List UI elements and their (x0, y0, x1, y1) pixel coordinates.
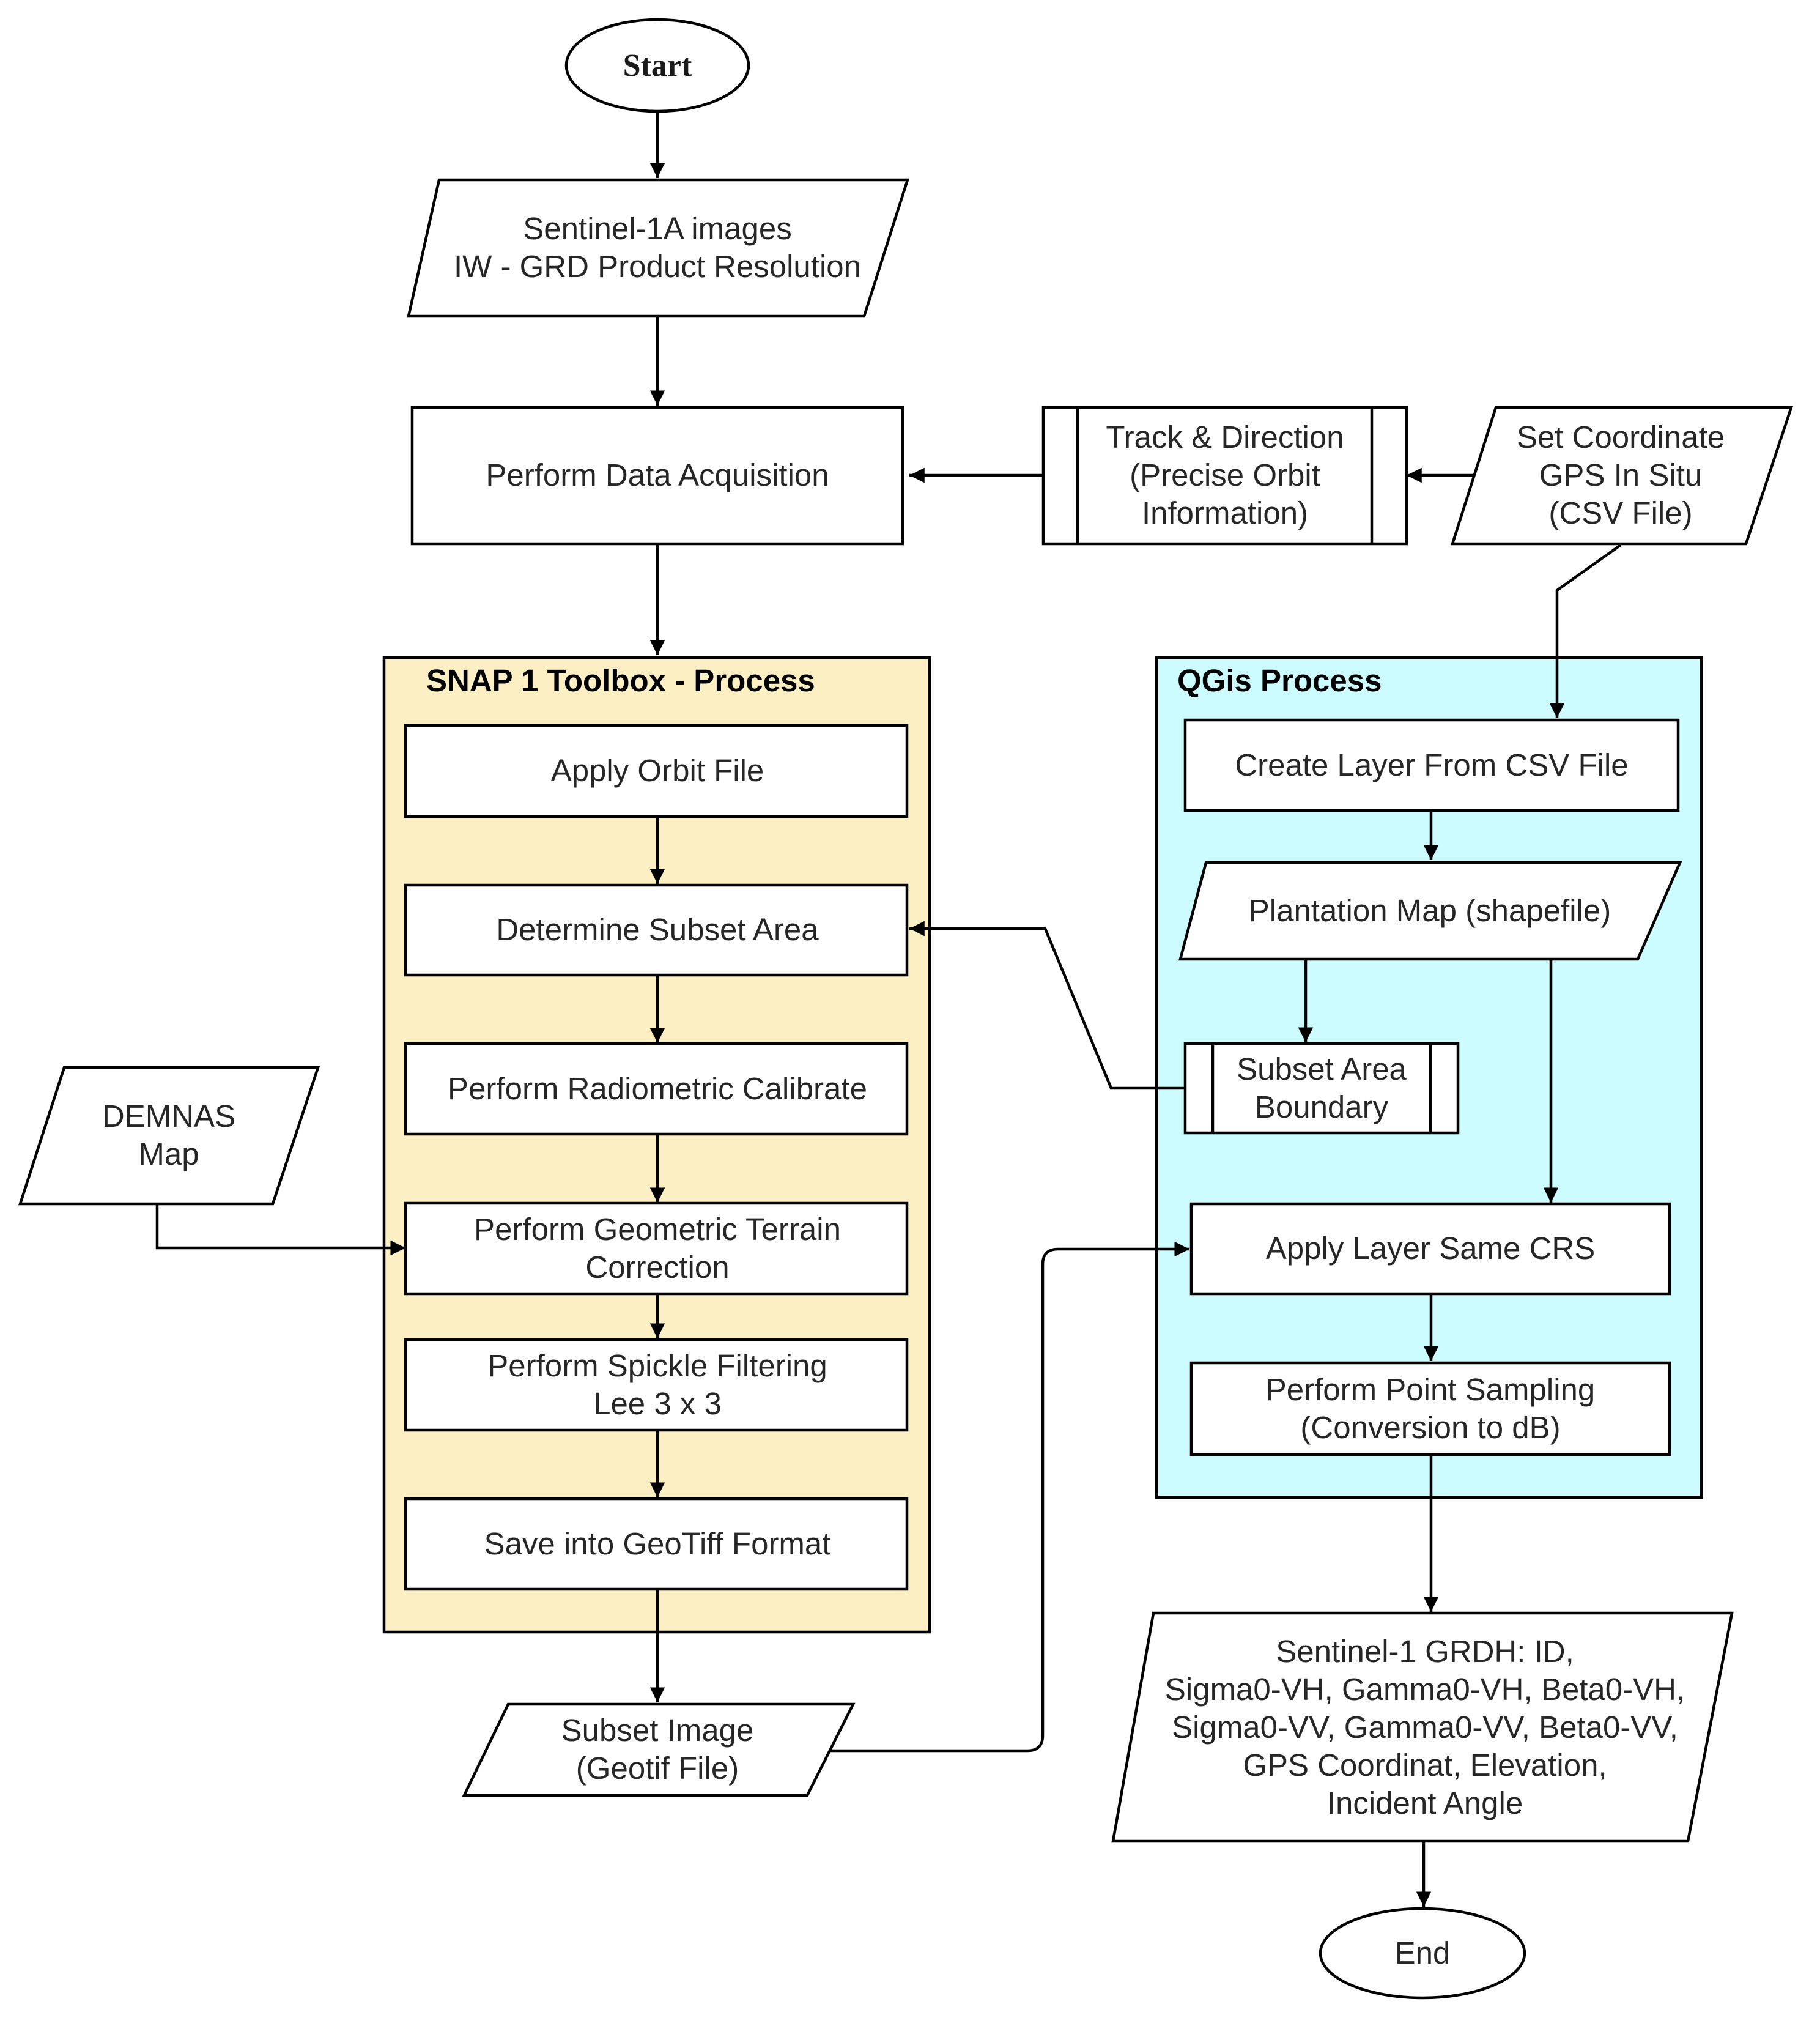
track-direction-label-line: Information) (1142, 495, 1308, 530)
sentinel-input-label-line: IW - GRD Product Resolution (454, 249, 861, 284)
output-data: Sentinel-1 GRDH: ID,Sigma0-VH, Gamma0-VH… (1111, 1611, 1734, 1843)
end-label: End (1395, 1935, 1451, 1970)
subset-image-label-line: (Geotif File) (576, 1751, 739, 1786)
same-crs-label: Apply Layer Same CRS (1266, 1231, 1596, 1266)
subset-area-label: Determine Subset Area (496, 912, 819, 947)
radiometric-label: Perform Radiometric Calibrate (448, 1071, 867, 1106)
same-crs-label-line: Apply Layer Same CRS (1266, 1231, 1596, 1266)
start-label: Start (623, 48, 692, 83)
end-terminator: End (1319, 1907, 1526, 2000)
demnas-label-line: DEMNAS (102, 1099, 235, 1134)
plantation-map-data: Plantation Map (shapefile) (1178, 861, 1682, 961)
save-geotiff-process: Save into GeoTiff Format (404, 1497, 909, 1591)
point-sampling-label-line: Perform Point Sampling (1266, 1372, 1596, 1407)
set-coordinate-label-line: GPS In Situ (1539, 458, 1702, 492)
subset-image-label: Subset Image(Geotif File) (561, 1713, 754, 1786)
output-label-line: Sentinel-1 GRDH: ID, (1276, 1634, 1574, 1669)
geotiff-label: Save into GeoTiff Format (484, 1526, 831, 1561)
radiometric-label-line: Perform Radiometric Calibrate (448, 1071, 867, 1106)
apply-orbit-process: Apply Orbit File (404, 724, 909, 818)
output-label-line: GPS Coordinat, Elevation, (1243, 1748, 1607, 1783)
point-sampling-process: Perform Point Sampling(Conversion to dB) (1189, 1361, 1671, 1456)
plantation-map-label-line: Plantation Map (shapefile) (1249, 893, 1611, 928)
track-direction-label-line: Track & Direction (1106, 420, 1344, 455)
track-direction-label-line: (Precise Orbit (1130, 458, 1320, 492)
data-acquisition-process: Perform Data Acquisition (410, 406, 904, 546)
speckle-label-line: Perform Spickle Filtering (487, 1348, 827, 1383)
snap-panel-title: SNAP 1 Toolbox - Process (426, 663, 815, 698)
terrain-label-line: Perform Geometric Terrain (474, 1212, 841, 1247)
subset-boundary-label-line: Boundary (1255, 1089, 1389, 1124)
start-terminator: Start (564, 18, 750, 113)
point-sampling-label: Perform Point Sampling(Conversion to dB) (1266, 1372, 1596, 1445)
edge-boundary-to-subset-area (909, 921, 1185, 1090)
edge-demnas-to-terrain (155, 1204, 405, 1256)
start-label-line: Start (623, 48, 692, 83)
csv-layer-label-line: Create Layer From CSV File (1235, 748, 1628, 782)
apply-orbit-label: Apply Orbit File (551, 753, 764, 788)
geotiff-label-line: Save into GeoTiff Format (484, 1526, 831, 1561)
output-label-line: Incident Angle (1327, 1786, 1523, 1820)
demnas-label-line: Map (138, 1137, 199, 1171)
set-coordinate-label-line: (CSV File) (1548, 495, 1692, 530)
output-label-line: Sigma0-VV, Gamma0-VV, Beta0-VV, (1172, 1710, 1678, 1745)
apply-orbit-label-line: Apply Orbit File (551, 753, 764, 788)
sentinel-input-label-line: Sentinel-1A images (523, 211, 791, 246)
speckle-label-line: Lee 3 x 3 (593, 1386, 722, 1421)
connectors (155, 111, 1622, 1907)
csv-layer-process: Create Layer From CSV File (1183, 718, 1680, 812)
same-crs-process: Apply Layer Same CRS (1189, 1202, 1671, 1296)
output-label-line: Sigma0-VH, Gamma0-VH, Beta0-VH, (1165, 1672, 1685, 1707)
plantation-map-label: Plantation Map (shapefile) (1249, 893, 1611, 928)
end-label-line: End (1395, 1935, 1451, 1970)
data-acquisition-label-line: Perform Data Acquisition (486, 458, 829, 492)
subset-boundary-label-line: Subset Area (1237, 1052, 1407, 1086)
radiometric-process: Perform Radiometric Calibrate (404, 1042, 909, 1136)
point-sampling-label-line: (Conversion to dB) (1300, 1410, 1560, 1445)
subset-image-label-line: Subset Image (561, 1713, 754, 1748)
subset-area-label-line: Determine Subset Area (496, 912, 819, 947)
data-acquisition-label: Perform Data Acquisition (486, 458, 829, 492)
csv-layer-label: Create Layer From CSV File (1235, 748, 1628, 782)
output-label: Sentinel-1 GRDH: ID,Sigma0-VH, Gamma0-VH… (1165, 1634, 1685, 1820)
set-coordinate-label-line: Set Coordinate (1517, 420, 1725, 455)
qgis-panel-title: QGis Process (1177, 663, 1382, 698)
subset-image-data: Subset Image(Geotif File) (462, 1702, 856, 1797)
edge-coordinate-to-csv-layer (1549, 544, 1622, 718)
terrain-label-line: Correction (585, 1250, 729, 1285)
edge-subset-image-to-crs (830, 1241, 1189, 1753)
subset-area-process: Determine Subset Area (404, 883, 909, 977)
